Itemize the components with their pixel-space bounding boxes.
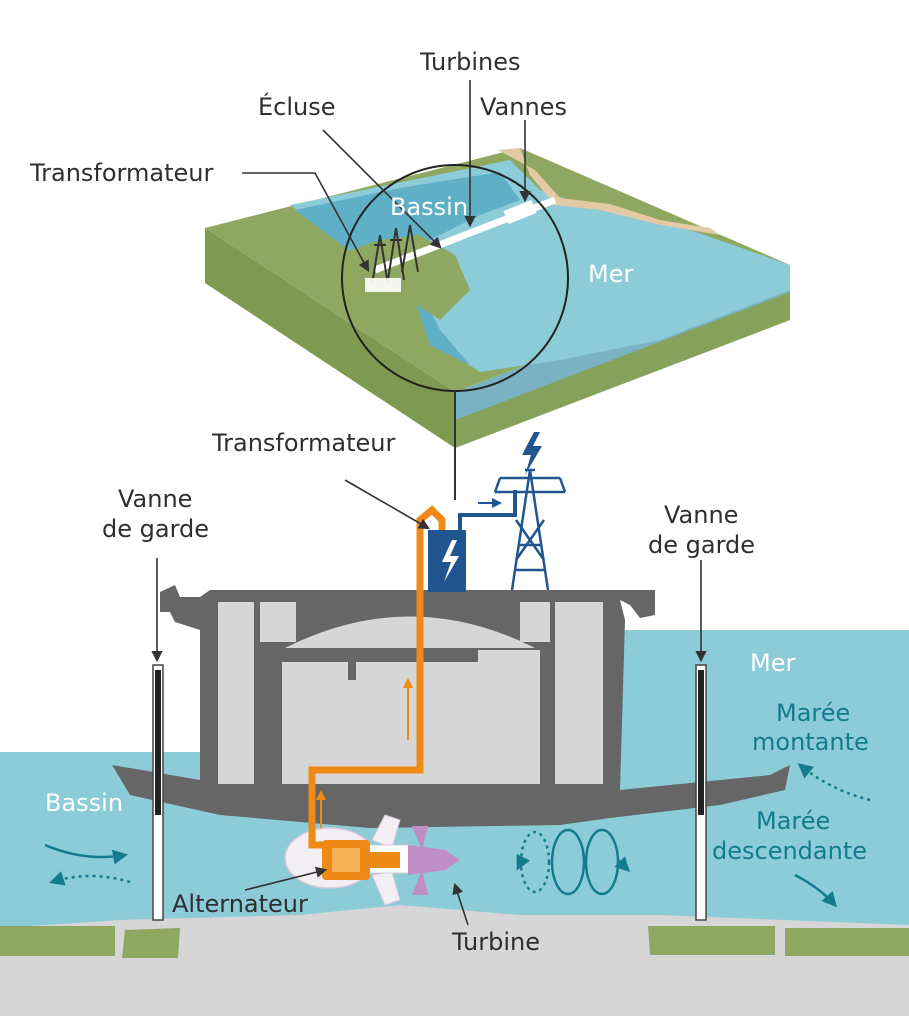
- flow-arrows: [44, 763, 871, 908]
- label-vanne-garde-right-2: de garde: [648, 531, 755, 559]
- label-maree-montante-2: montante: [752, 728, 869, 756]
- label-transformateur-top: Transformateur: [29, 159, 213, 187]
- label-maree-montante-1: Marée: [776, 699, 850, 727]
- leader-lines: [151, 80, 707, 926]
- substation-icon: [371, 224, 419, 286]
- label-bassin-side: Bassin: [45, 789, 123, 817]
- label-turbines: Turbines: [419, 48, 520, 76]
- label-vanne-garde-left-2: de garde: [102, 515, 209, 543]
- label-maree-descendante-2: descendante: [712, 837, 867, 865]
- label-alternateur: Alternateur: [172, 890, 308, 918]
- label-bassin-top: Bassin: [390, 193, 468, 221]
- label-vannes: Vannes: [480, 93, 567, 121]
- label-maree-descendante-1: Marée: [756, 807, 830, 835]
- label-vanne-garde-right-1: Vanne: [664, 501, 738, 529]
- guard-gate-right: [695, 664, 707, 921]
- labels: Turbines Écluse Vannes Transformateur Ba…: [29, 48, 869, 956]
- power-pylon-icon: [493, 468, 567, 591]
- lightning-bolt-icon: [442, 540, 459, 582]
- label-mer-top: Mer: [588, 260, 633, 288]
- lightning-bolt-icon-top: [522, 432, 542, 475]
- label-ecluse: Écluse: [258, 92, 336, 121]
- energy-path: [308, 505, 446, 849]
- label-transformateur-mid: Transformateur: [211, 429, 395, 457]
- dam-structure: [112, 585, 790, 828]
- label-mer-side: Mer: [750, 649, 795, 677]
- turbine-assembly: [284, 814, 460, 906]
- terrain-block: [205, 148, 790, 500]
- label-vanne-garde-left-1: Vanne: [118, 485, 192, 513]
- transformer-box: [428, 490, 517, 592]
- label-turbine: Turbine: [451, 928, 540, 956]
- guard-gate-left: [152, 664, 164, 921]
